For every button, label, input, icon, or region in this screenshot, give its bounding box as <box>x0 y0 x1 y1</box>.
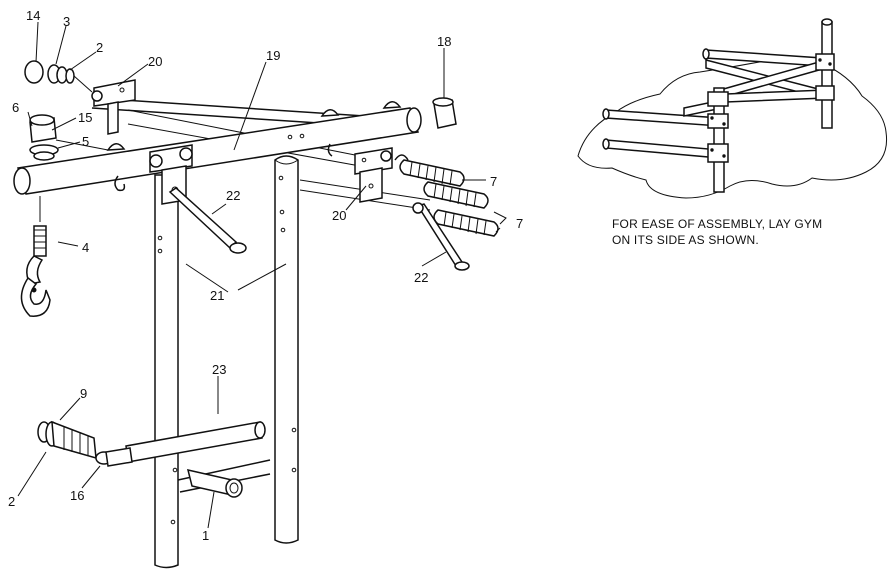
brace-left <box>168 187 247 254</box>
brace-right <box>412 202 470 271</box>
callout-15: 15 <box>78 110 92 125</box>
callout-2-lower: 2 <box>8 494 15 509</box>
callout-3: 3 <box>63 14 70 29</box>
callout-2-upper: 2 <box>96 40 103 55</box>
bracket-lower-right <box>354 147 393 203</box>
assembly-note-line-2: ON ITS SIDE AS SHOWN. <box>612 233 759 247</box>
bracket-upper-left <box>91 79 136 135</box>
bracket-center <box>149 144 193 205</box>
callout-5: 5 <box>82 134 89 149</box>
grip-lower <box>433 209 499 237</box>
callout-9: 9 <box>80 386 87 401</box>
callout-1: 1 <box>202 528 209 543</box>
grip-upper <box>399 159 465 187</box>
callout-23: 23 <box>212 362 226 377</box>
gym-side-illustration <box>577 18 888 199</box>
callout-21: 21 <box>210 288 224 303</box>
leg-right <box>274 155 299 544</box>
roller-assembly <box>37 420 133 467</box>
top-bar <box>13 101 422 195</box>
end-cap <box>432 97 457 129</box>
assembly-note: FOR EASE OF ASSEMBLY, LAY GYM ON ITS SID… <box>612 216 882 248</box>
callout-19: 19 <box>266 48 280 63</box>
assembly-note-line-1: FOR EASE OF ASSEMBLY, LAY GYM <box>612 217 823 231</box>
callout-4: 4 <box>82 240 89 255</box>
fastener-stack-upper <box>24 60 93 93</box>
grip-middle <box>423 181 489 209</box>
leg-left <box>154 174 179 569</box>
callout-6: 6 <box>12 100 19 115</box>
leader-lines <box>17 21 507 529</box>
callout-18: 18 <box>437 34 451 49</box>
callout-14: 14 <box>26 8 40 23</box>
callout-7-lower: 7 <box>516 216 523 231</box>
callout-22-left: 22 <box>226 188 240 203</box>
callout-22-right: 22 <box>414 270 428 285</box>
callout-20-upper: 20 <box>148 54 162 69</box>
clip-hooks <box>114 143 409 192</box>
callout-20-lower: 20 <box>332 208 346 223</box>
callout-16: 16 <box>70 488 84 503</box>
callout-labels: 14 3 2 20 19 18 6 15 5 7 7 20 22 22 4 21… <box>8 8 523 543</box>
axle <box>186 468 243 498</box>
fastener-stack-lower <box>29 114 109 161</box>
hook-assembly <box>20 225 51 317</box>
callout-7-upper: 7 <box>490 174 497 189</box>
